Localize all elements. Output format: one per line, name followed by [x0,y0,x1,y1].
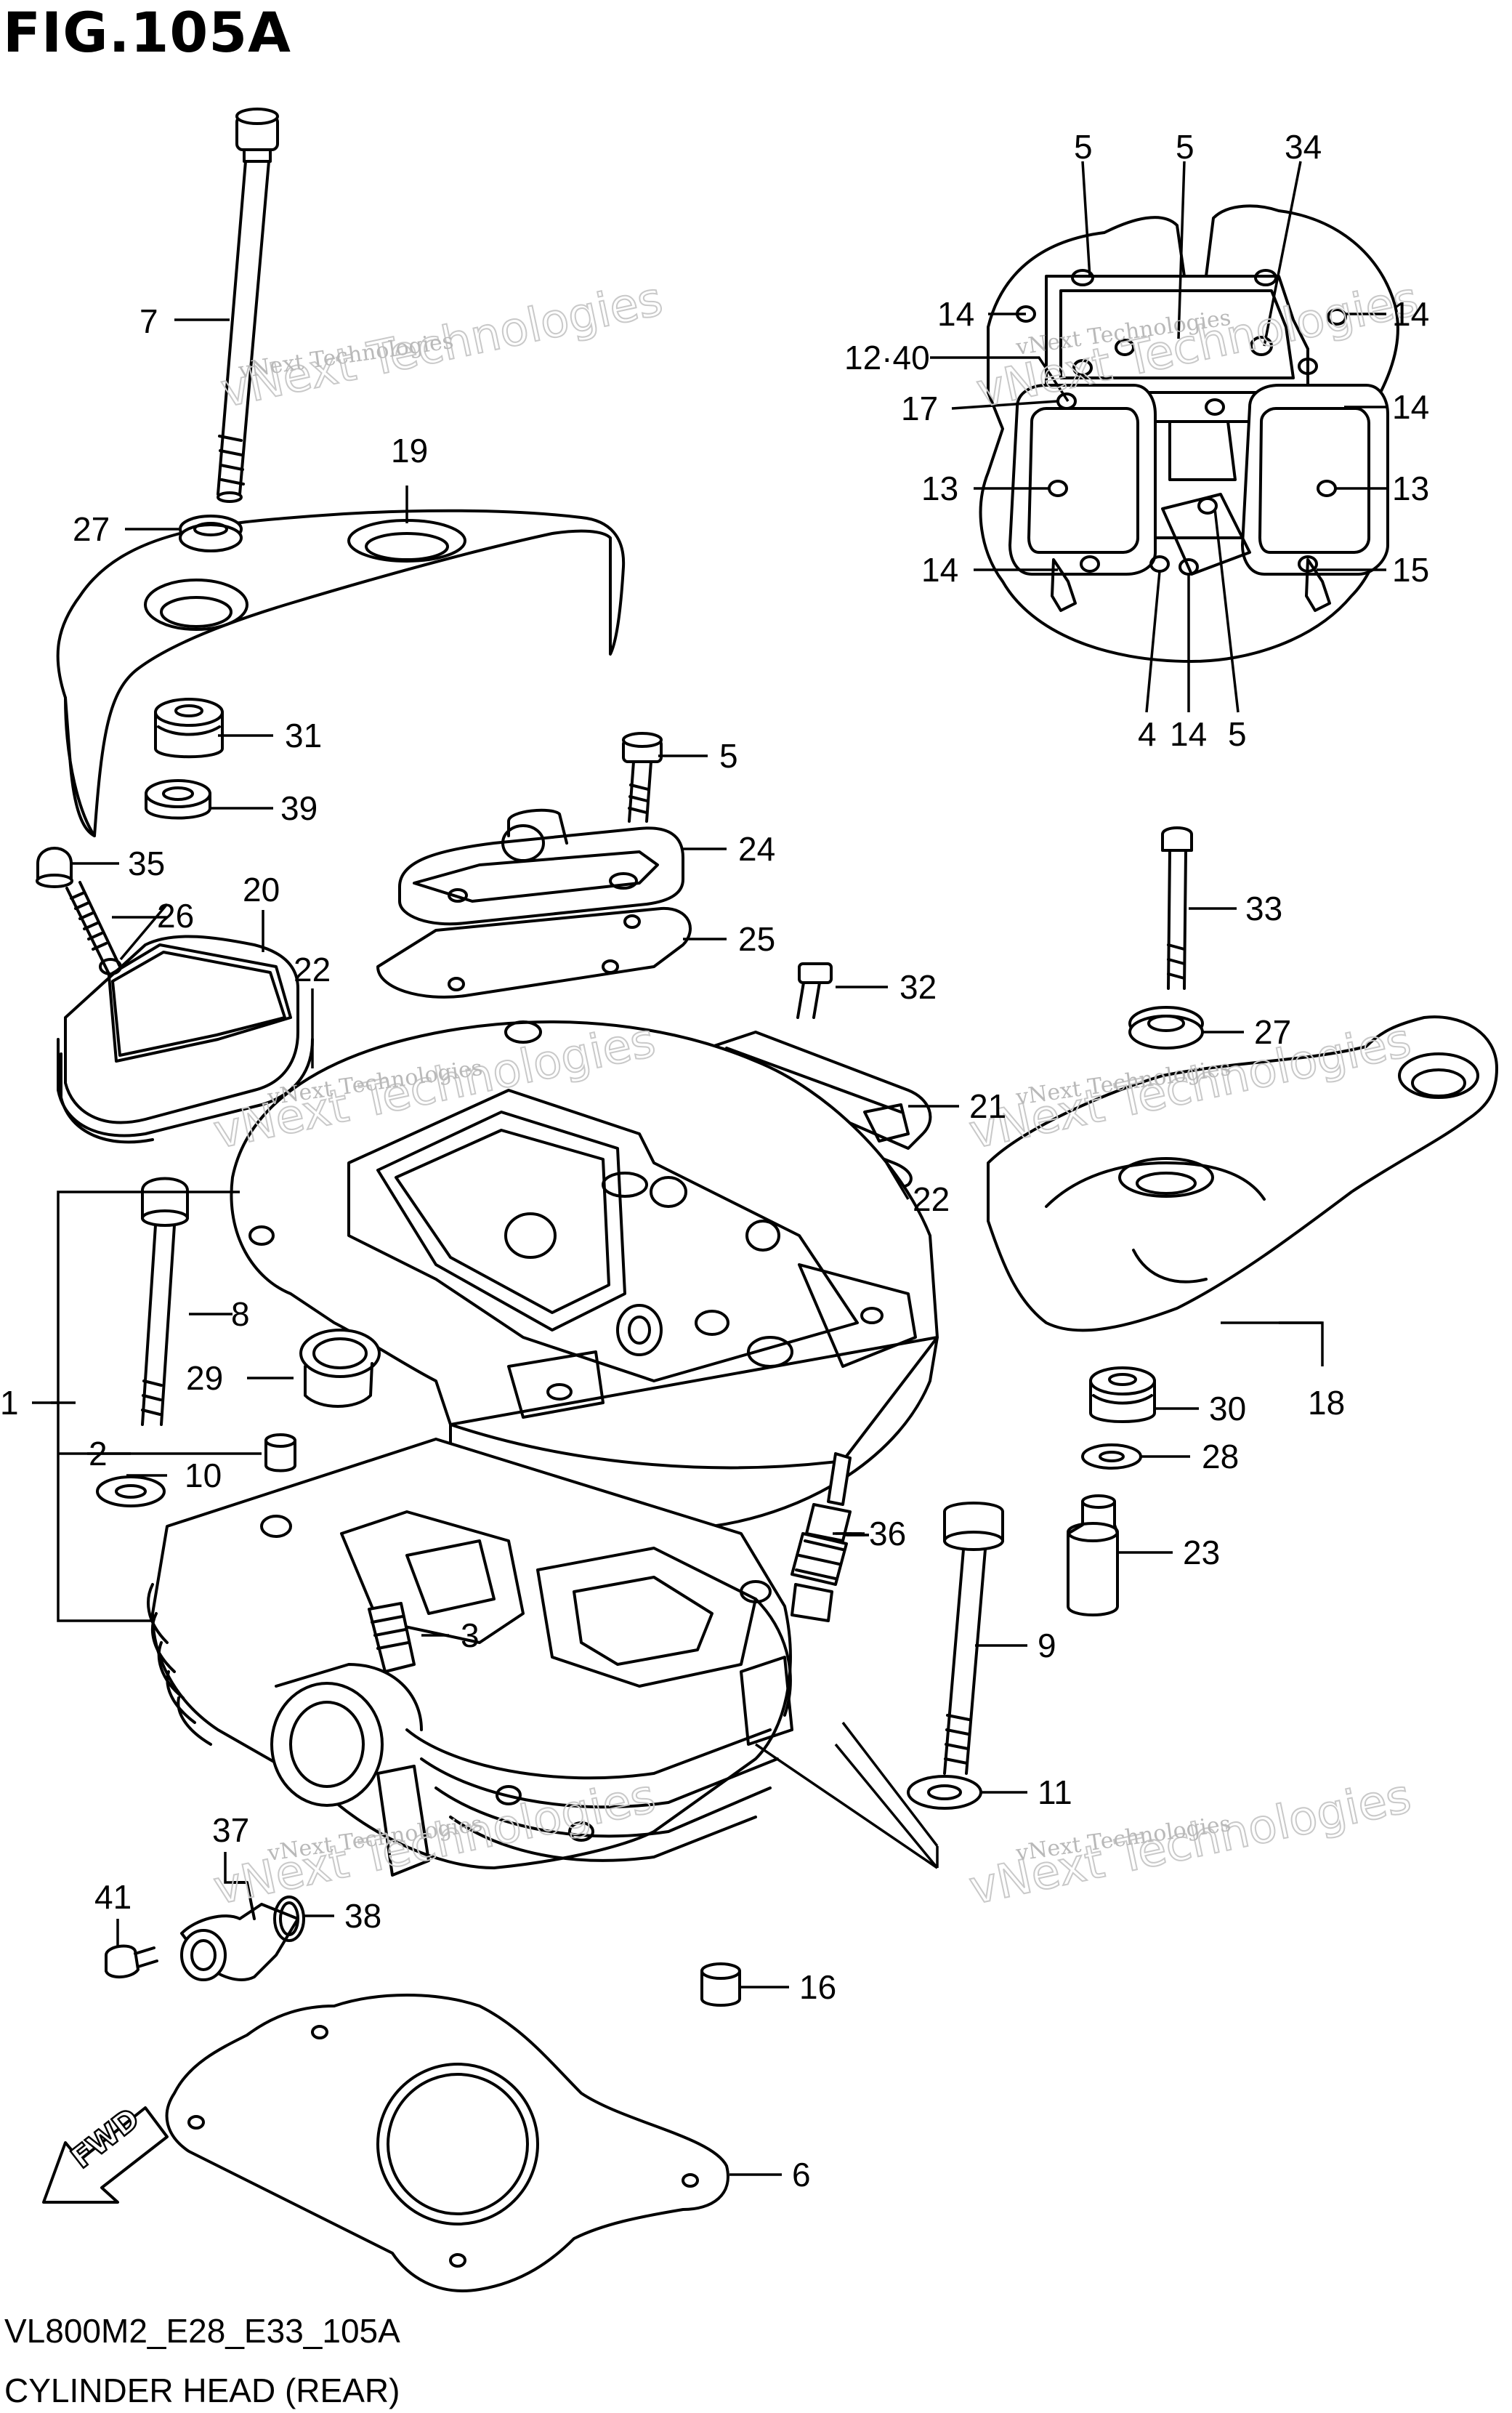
callout-26: 26 [157,897,194,935]
part-20-side-cover [64,935,299,1124]
callout-5-inset-a: 5 [1074,128,1093,166]
part-8-bolt [141,1177,189,1426]
part-28-washer [1081,1443,1142,1470]
callout-labels: 7 19 27 31 39 35 26 20 22 5 24 25 32 21 … [0,128,1429,2194]
part-36-spark-plug [791,1452,852,1622]
callout-14-inset-c: 14 [1392,388,1429,426]
callout-2: 2 [89,1435,108,1473]
part-27-washer-left [179,515,243,552]
part-33-bolt [1161,826,1193,990]
fwd-direction-arrow [42,2106,169,2204]
callout-28: 28 [1202,1438,1239,1475]
callout-38: 38 [344,1897,381,1935]
callout-17: 17 [901,390,938,427]
part-6-head-gasket [165,1994,729,2292]
callout-25: 25 [738,920,775,958]
callout-30: 30 [1209,1390,1246,1427]
callout-14-inset-d: 14 [921,551,958,589]
callout-3: 3 [461,1616,480,1654]
callout-5-inset-b: 5 [1176,128,1194,166]
callout-14-inset-a: 14 [937,295,974,333]
part-2-dowel [264,1433,296,1473]
part-23-spacer [1067,1494,1119,1616]
part-16-dowel [700,1962,741,2007]
callout-39: 39 [280,789,318,827]
callout-12-40: 12·40 [844,339,930,376]
part-32-bolt [796,962,833,1019]
callout-27-right: 27 [1254,1013,1291,1051]
part-30-grommet [1089,1366,1156,1423]
callout-13-left: 13 [921,470,958,507]
part-19-head-cover-left [56,509,626,837]
callout-19: 19 [391,432,428,470]
part-25-gasket [376,906,692,999]
diagram-caption: CYLINDER HEAD (REAR) [4,2372,400,2409]
callout-5-inset-c: 5 [1228,715,1247,753]
callout-23: 23 [1183,1534,1220,1571]
callout-22-left: 22 [294,951,331,988]
callout-33: 33 [1245,890,1282,927]
callout-24: 24 [738,830,775,868]
part-39-collar [145,779,211,820]
callout-10: 10 [185,1457,222,1494]
part-27-washer-right [1128,1006,1204,1050]
callout-32: 32 [899,968,937,1006]
part-35-cap-nut [36,847,73,888]
callout-15: 15 [1392,551,1429,589]
callout-9: 9 [1038,1627,1056,1664]
callout-5-middle: 5 [719,737,738,775]
callout-35: 35 [128,845,165,882]
part-41-bolt [105,1944,158,1978]
callout-11: 11 [1038,1773,1072,1811]
leader-lines [32,161,1386,2176]
part-5-bolt-top-middle [622,732,663,823]
callout-1: 1 [0,1384,19,1422]
callout-41: 41 [94,1878,132,1916]
callout-7: 7 [140,302,158,340]
callout-27-left: 27 [73,510,110,548]
part-9-bolt [943,1502,1004,1775]
figure-title: FIG.105A [3,0,291,65]
callout-14-inset-b: 14 [1392,295,1429,333]
callout-37: 37 [212,1811,249,1849]
inset-rocker-cover-view [979,204,1399,663]
callout-34: 34 [1285,128,1322,166]
part-7-long-bolt [217,108,279,503]
part-24-breather-cover [398,808,684,926]
part-1-cylinder-head [147,1020,939,1877]
callout-6: 6 [792,2156,811,2194]
part-37-thermostat-housing [180,1881,299,1981]
part-22-gasket-left [57,1038,314,1144]
callout-29: 29 [186,1359,223,1397]
part-3-stud [368,1602,416,1673]
callout-16: 16 [799,1968,836,2006]
part-38-o-ring [273,1896,305,1942]
part-18-head-cover-right [987,1015,1498,1332]
callout-8: 8 [231,1295,250,1333]
callout-4: 4 [1138,715,1157,753]
part-31-grommet [154,698,224,759]
callout-13-right: 13 [1392,470,1429,507]
callout-14-inset-e: 14 [1170,715,1207,753]
callout-31: 31 [285,717,322,754]
part-10-washer [96,1475,166,1507]
callout-22-right: 22 [913,1180,950,1218]
diagram-code: VL800M2_E28_E33_105A [4,2312,400,2350]
callout-21: 21 [969,1087,1006,1125]
part-11-washer [907,1775,982,1810]
callout-18: 18 [1308,1384,1345,1422]
callout-20: 20 [243,871,280,909]
part-29-plug [299,1329,381,1408]
part-26-stud-bolt [65,881,122,975]
callout-36: 36 [869,1515,906,1552]
